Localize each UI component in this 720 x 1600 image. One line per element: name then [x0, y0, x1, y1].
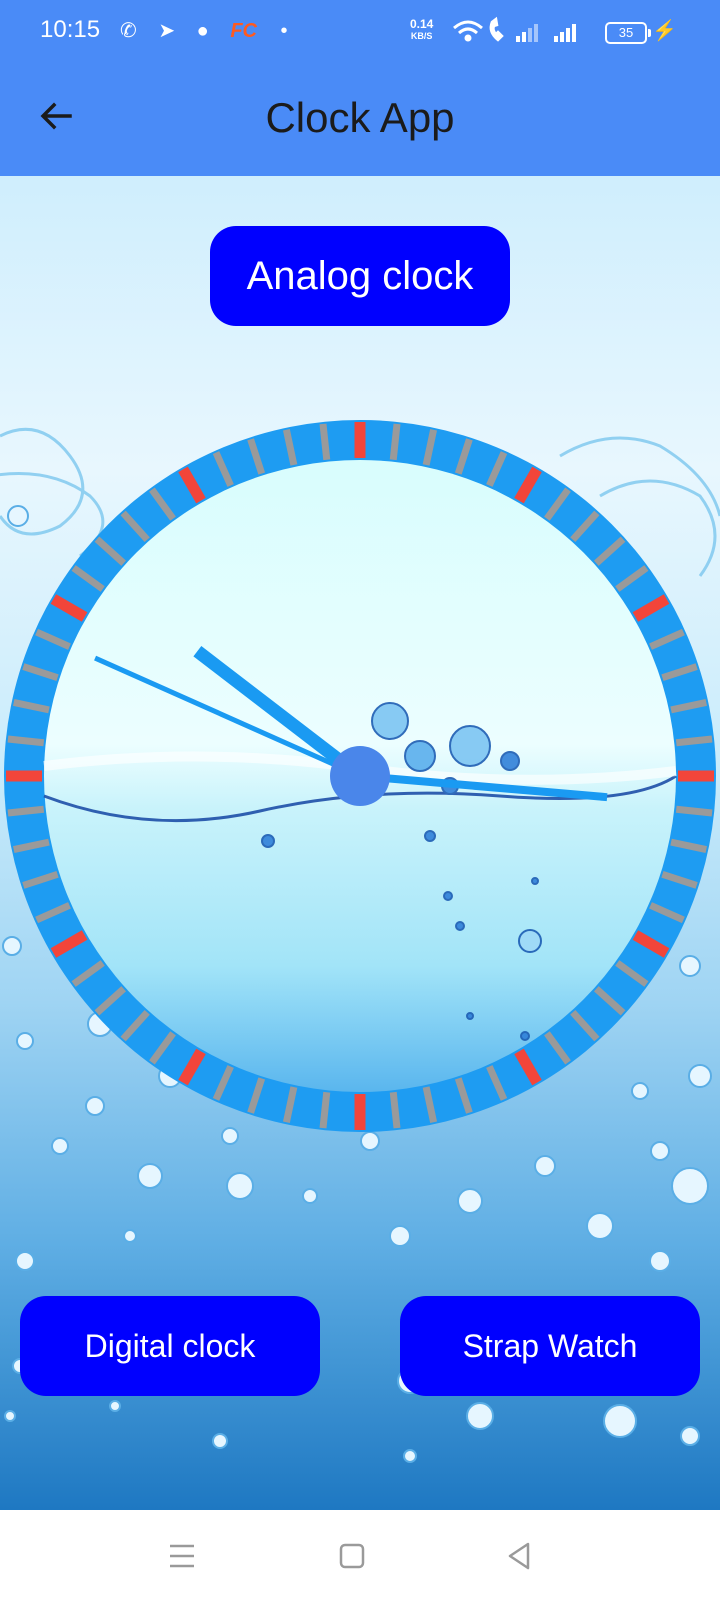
minute-tick [593, 536, 626, 566]
clock-center-pin [330, 746, 390, 806]
minute-tick [319, 1091, 331, 1129]
analog-clock [4, 420, 716, 1132]
minute-tick [670, 838, 707, 854]
minute-tick [282, 1086, 298, 1123]
telegram-icon: ➤ [158, 20, 184, 42]
wifi-icon [453, 20, 483, 42]
strap-watch-button[interactable]: Strap Watch [400, 1296, 700, 1396]
hour-tick [50, 930, 88, 958]
status-bar: 10:15 ✆ ➤ ● FC • 0.14 KB/S 35 ⚡ [0, 0, 720, 64]
analog-clock-button[interactable]: Analog clock [210, 226, 510, 326]
minute-tick [94, 536, 127, 566]
minute-tick [661, 663, 698, 682]
minute-tick [35, 628, 71, 650]
hour-hand [193, 646, 364, 782]
minute-tick [35, 902, 71, 924]
minute-tick [544, 1031, 571, 1065]
notification-icons: ✆ ➤ ● FC • [120, 18, 296, 43]
second-hand [94, 655, 362, 779]
minute-tick [120, 1009, 150, 1042]
hour-tick [632, 594, 670, 622]
fc-app-icon: FC [230, 20, 257, 42]
minute-tick [661, 870, 698, 889]
minute-tick [649, 902, 685, 924]
status-time: 10:15 [40, 16, 101, 43]
clock-hands [94, 646, 608, 806]
hour-tick [632, 930, 670, 958]
minute-tick [544, 487, 571, 521]
minute-tick [454, 438, 473, 475]
page-title: Clock App [265, 94, 455, 141]
minute-tick [13, 838, 50, 854]
minute-tick [454, 1077, 473, 1114]
minute-tick [675, 735, 713, 747]
hour-tick [178, 1048, 206, 1086]
hour-tick [514, 466, 542, 504]
minute-tick [670, 698, 707, 714]
main-content: Analog clock [0, 176, 720, 1510]
minute-tick [615, 960, 649, 987]
minute-tick [94, 986, 127, 1016]
location-icon: ● [196, 20, 217, 42]
minute-tick [22, 870, 59, 889]
minute-tick [212, 451, 234, 487]
minute-tick [13, 698, 50, 714]
minute-tick [212, 1065, 234, 1101]
dot-icon: • [280, 20, 296, 42]
minute-tick [615, 565, 649, 592]
whatsapp-icon: ✆ [120, 20, 145, 42]
volte-icon [489, 16, 504, 42]
hour-tick [178, 466, 206, 504]
net-speed-value: 0.14 [410, 17, 434, 31]
minute-tick [593, 986, 626, 1016]
hour-tick [50, 594, 88, 622]
minute-tick [22, 663, 59, 682]
minute-tick [319, 423, 331, 461]
navigation-bar [0, 1510, 720, 1600]
minute-hand [359, 772, 608, 802]
arrow-left-icon[interactable] [36, 96, 76, 136]
minute-tick [389, 1091, 401, 1129]
minute-tick [570, 510, 600, 543]
minute-tick [247, 1077, 266, 1114]
battery-icon: 35 [605, 22, 651, 44]
signal-icon-1 [516, 24, 538, 42]
minute-tick [649, 628, 685, 650]
minute-tick [282, 429, 298, 466]
minute-tick [675, 805, 713, 817]
minute-tick [7, 735, 45, 747]
minute-tick [422, 1086, 438, 1123]
digital-clock-button[interactable]: Digital clock [20, 1296, 320, 1396]
menu-icon[interactable] [162, 1538, 202, 1574]
minute-tick [149, 1031, 176, 1065]
app-bar: Clock App [0, 64, 720, 176]
signal-icons [453, 16, 576, 42]
hour-tick [514, 1048, 542, 1086]
clock-ticks [6, 422, 714, 1130]
battery-level: 35 [618, 25, 634, 40]
minute-tick [570, 1009, 600, 1042]
minute-tick [247, 438, 266, 475]
minute-tick [422, 429, 438, 466]
minute-tick [486, 1065, 508, 1101]
net-speed-unit: KB/S [410, 31, 433, 41]
home-square-icon[interactable] [332, 1538, 372, 1574]
signal-icon-2 [554, 24, 576, 42]
minute-tick [149, 487, 176, 521]
minute-tick [71, 565, 105, 592]
minute-tick [486, 451, 508, 487]
net-speed: 0.14 KB/S [410, 18, 433, 42]
minute-tick [7, 805, 45, 817]
minute-tick [389, 423, 401, 461]
minute-tick [120, 510, 150, 543]
charging-icon: ⚡ [652, 20, 677, 42]
back-triangle-icon[interactable] [500, 1538, 540, 1574]
minute-tick [71, 960, 105, 987]
